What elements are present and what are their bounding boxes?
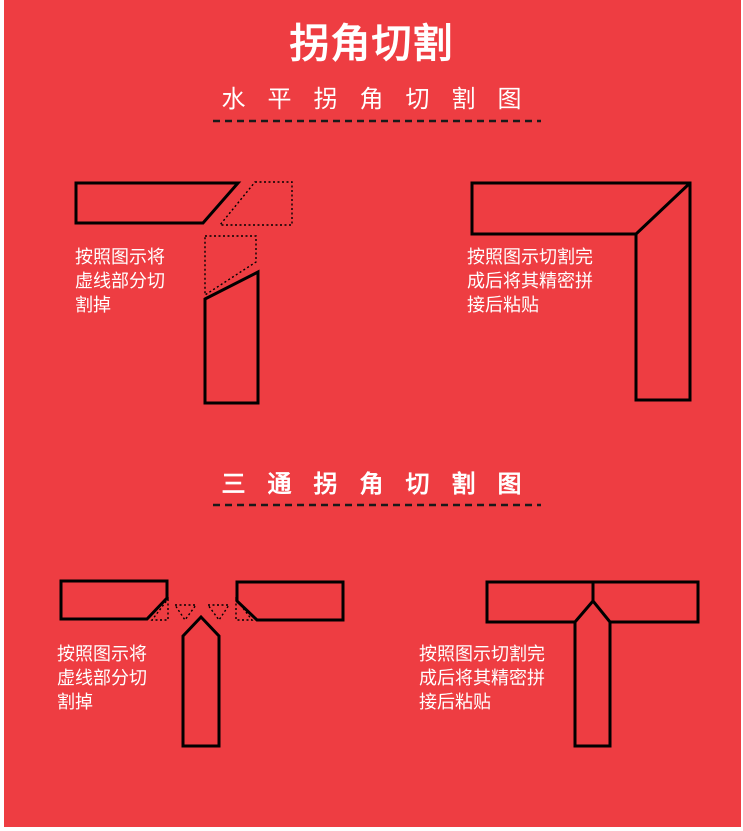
caption-cut-horizontal: 按照图示将 虚线部分切 割掉 xyxy=(75,247,165,316)
vertical-bar-cut-area xyxy=(204,235,257,297)
tee-cut-notch-right xyxy=(206,604,231,622)
caption-assemble-tee: 按照图示切割完 成后将其精密拼 接后粘贴 xyxy=(419,644,545,713)
tee-left-cut-area xyxy=(150,596,169,621)
horizontal-bar-piece xyxy=(74,181,242,225)
caption-cut-tee: 按照图示将 虚线部分切 割掉 xyxy=(57,644,147,713)
tee-right-piece xyxy=(235,580,345,622)
tee-left-piece xyxy=(59,579,169,621)
section-heading-tee: 三通拐角切割图 xyxy=(221,470,544,498)
section-heading-horizontal: 水平拐角切割图 xyxy=(221,85,544,113)
horizontal-bar-cut-area xyxy=(218,181,293,226)
tee-seam-chevron xyxy=(573,598,612,623)
page-title: 拐角切割 xyxy=(289,21,454,67)
tee-stem-piece xyxy=(181,614,221,748)
caption-assemble-horizontal: 按照图示切割完 成后将其精密拼 接后粘贴 xyxy=(467,247,593,316)
assembled-tee xyxy=(485,580,700,748)
vertical-bar-piece xyxy=(203,269,260,405)
tee-cut-notch-left xyxy=(173,604,198,622)
red-panel xyxy=(4,0,741,827)
corner-seam xyxy=(634,181,692,236)
